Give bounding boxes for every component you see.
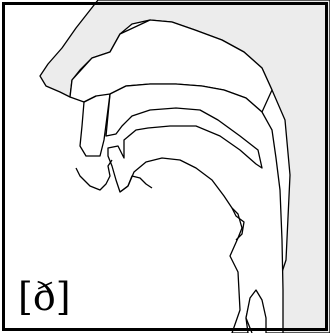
lower-front-teeth bbox=[76, 160, 112, 190]
upper-front-teeth bbox=[80, 94, 110, 156]
phonetic-symbol-label: [ð] bbox=[18, 275, 71, 319]
